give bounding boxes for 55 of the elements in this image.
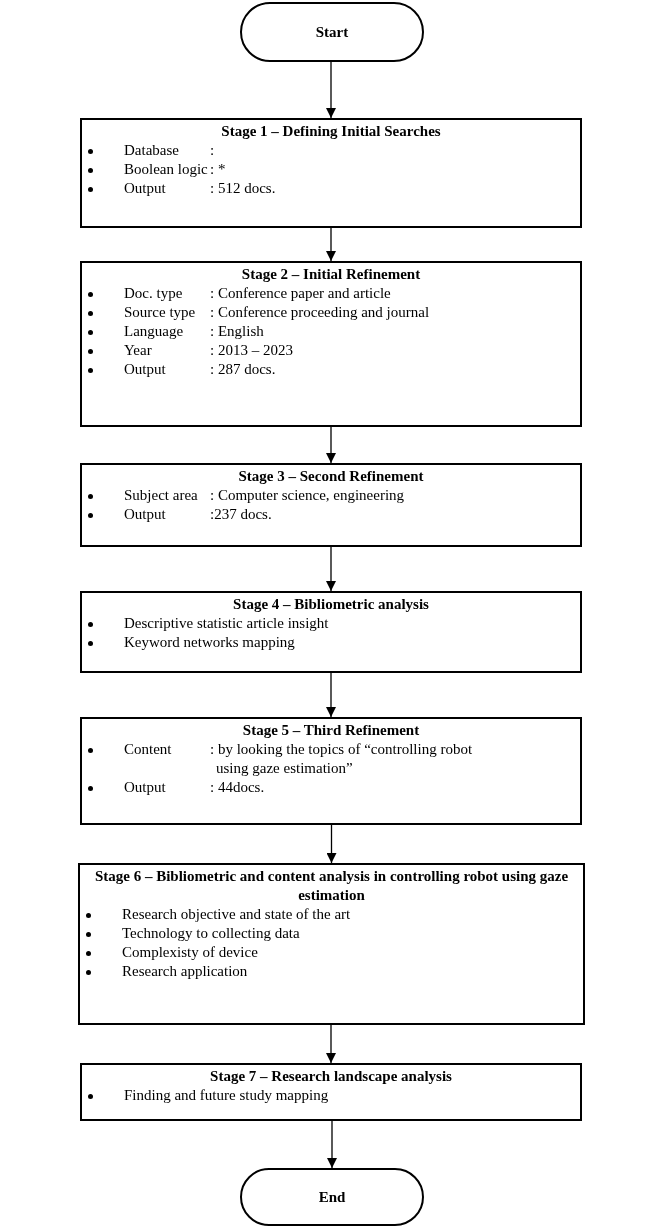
arrow xyxy=(326,672,336,718)
terminal-label: Start xyxy=(315,22,349,42)
arrow xyxy=(326,546,336,592)
field-label: Subject area xyxy=(124,486,199,505)
arrow xyxy=(327,1120,337,1169)
list-item: Research objective and state of the art xyxy=(122,905,351,924)
field-label: Output xyxy=(124,778,167,797)
terminal-label: End xyxy=(318,1187,346,1207)
stage-heading: Stage 6 – Bibliometric and content analysis in controlling robot using gaze estimation xyxy=(93,867,570,905)
field-value: : 2013 – 2023 xyxy=(210,341,294,360)
stage-heading: Stage 3 – Second Refinement xyxy=(237,467,425,486)
stage-heading: Stage 1 – Defining Initial Searches xyxy=(220,122,442,141)
field-value: : xyxy=(210,141,216,160)
arrow xyxy=(326,227,336,262)
arrow xyxy=(326,1024,336,1064)
field-value: : by looking the topics of “controlling robot using gaze estimation” xyxy=(210,740,474,778)
list-item: Complexisty of device xyxy=(122,943,258,962)
field-label: Content xyxy=(124,740,173,759)
process-box xyxy=(80,261,582,427)
process-box xyxy=(78,863,585,1025)
field-value: : Conference proceeding and journal xyxy=(210,303,431,322)
stage-heading: Stage 4 – Bibliometric analysis xyxy=(232,595,430,614)
list-item: Descriptive statistic article insight xyxy=(124,614,329,633)
stage-heading: Stage 5 – Third Refinement xyxy=(241,721,421,740)
field-value: : 512 docs. xyxy=(210,179,277,198)
process-box xyxy=(80,591,582,673)
process-box xyxy=(80,118,582,228)
field-value: : English xyxy=(210,322,265,341)
field-label: Boolean logic xyxy=(124,160,209,179)
arrow xyxy=(326,426,336,464)
list-item: Keyword networks mapping xyxy=(124,633,295,652)
field-label: Year xyxy=(124,341,153,360)
process-box xyxy=(80,1063,582,1121)
stage-heading: Stage 7 – Research landscape analysis xyxy=(209,1067,453,1086)
field-value: : Computer science, engineering xyxy=(210,486,406,505)
field-value: : 287 docs. xyxy=(210,360,277,379)
process-box xyxy=(80,463,582,547)
arrow xyxy=(326,61,336,119)
field-label: Output xyxy=(124,505,167,524)
list-item: Technology to collecting data xyxy=(122,924,300,943)
list-item: Finding and future study mapping xyxy=(124,1086,329,1105)
field-label: Source type xyxy=(124,303,197,322)
field-value: : * xyxy=(210,160,227,179)
field-label: Language xyxy=(124,322,185,341)
field-label: Doc. type xyxy=(124,284,184,303)
process-box xyxy=(80,717,582,825)
field-label: Output xyxy=(124,179,167,198)
field-value: : Conference paper and article xyxy=(210,284,392,303)
field-value: :237 docs. xyxy=(210,505,273,524)
field-label: Database xyxy=(124,141,180,160)
arrow xyxy=(326,824,337,864)
field-value: : 44docs. xyxy=(210,778,266,797)
field-label: Output xyxy=(124,360,167,379)
stage-heading: Stage 2 – Initial Refinement xyxy=(240,265,422,284)
list-item: Research application xyxy=(122,962,248,981)
